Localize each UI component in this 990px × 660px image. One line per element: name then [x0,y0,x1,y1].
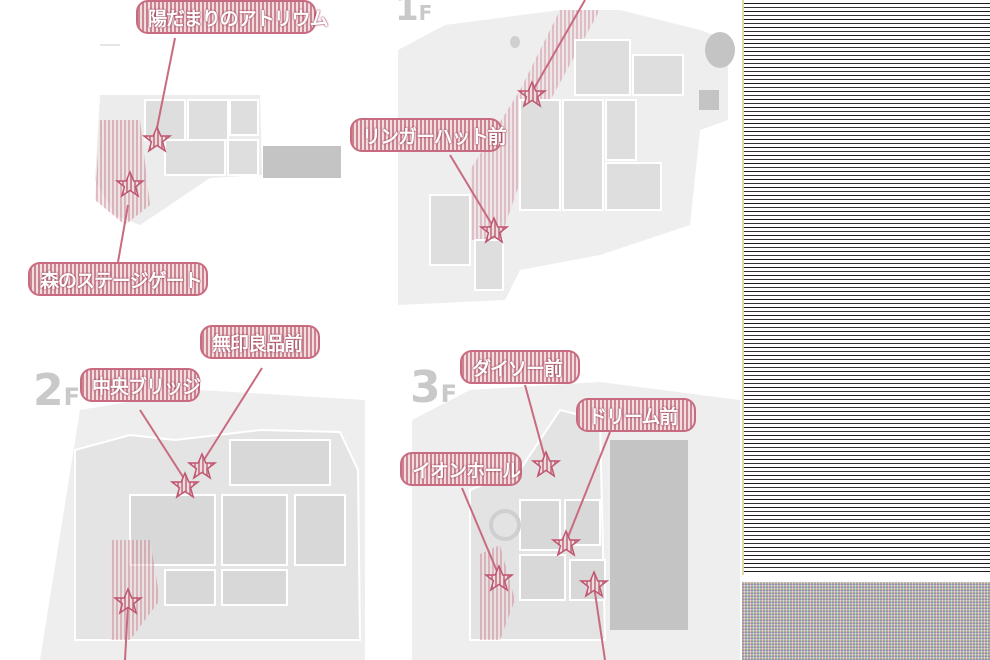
parking-block [263,146,341,178]
map-2f [40,367,365,660]
shop-block [294,494,346,566]
shop-block [187,99,229,141]
callout-mori-stage-gate[interactable]: 森のステージゲート [28,262,208,296]
side-strip-noise [742,582,990,660]
shop-block [229,99,259,136]
floor-label-1f: 1F [395,0,432,29]
callout-leader [524,384,547,463]
shop-block [519,499,561,551]
shop-block [605,162,662,211]
shop-block [144,99,186,141]
callout-leader [565,431,611,543]
shop-block [519,99,561,211]
map-1f-west [95,37,341,263]
shop-block [474,239,504,291]
callout-leader [593,585,606,660]
facility-block [699,90,719,110]
floor-label-2f: 2F [33,365,80,416]
callout-ringer-hut[interactable]: リンガーハット前 [350,118,507,152]
callout-leader [117,204,129,263]
callout-leader [139,409,186,481]
callout-leader [201,367,263,464]
atrium-ring [489,509,521,541]
shop-block [221,569,288,606]
callout-chuo-bridge[interactable]: 中央ブリッジ [80,368,201,402]
callout-leader [461,487,500,577]
callout-dream[interactable]: ドリーム前 [576,398,696,432]
shop-block [164,139,226,176]
shop-block [519,554,566,601]
callout-leader [156,37,176,129]
shop-block [562,99,604,211]
dark-block [610,440,688,630]
shop-block [229,439,331,486]
callout-leader [531,0,586,93]
shop-block [429,194,471,266]
map-1f-west-zone [95,120,150,225]
shop-block [564,499,601,546]
shop-block [574,39,631,96]
facility-block [510,36,520,48]
callout-muji[interactable]: 無印良品前 [200,325,320,359]
shop-block [227,139,259,176]
shop-block [632,54,684,96]
side-strip-lines [742,0,990,575]
facility-block [705,32,735,68]
shop-block [605,99,637,161]
map-1f-east: 1F [395,0,735,305]
callout-leader [449,154,495,229]
map-3f: 3F [410,362,740,660]
map-2f-zone [110,540,160,640]
callout-daiso[interactable]: ダイソー前 [460,350,580,384]
callout-aeon-hall[interactable]: イオンホール [400,452,522,486]
callout-leader [124,604,129,660]
map-3f-zone [478,545,515,640]
floor-label-3f: 3F [410,362,457,413]
callout-hidamari-atrium[interactable]: 陽だまりのアトリウム [136,0,329,34]
shop-block [164,569,216,606]
shop-block [221,494,288,566]
